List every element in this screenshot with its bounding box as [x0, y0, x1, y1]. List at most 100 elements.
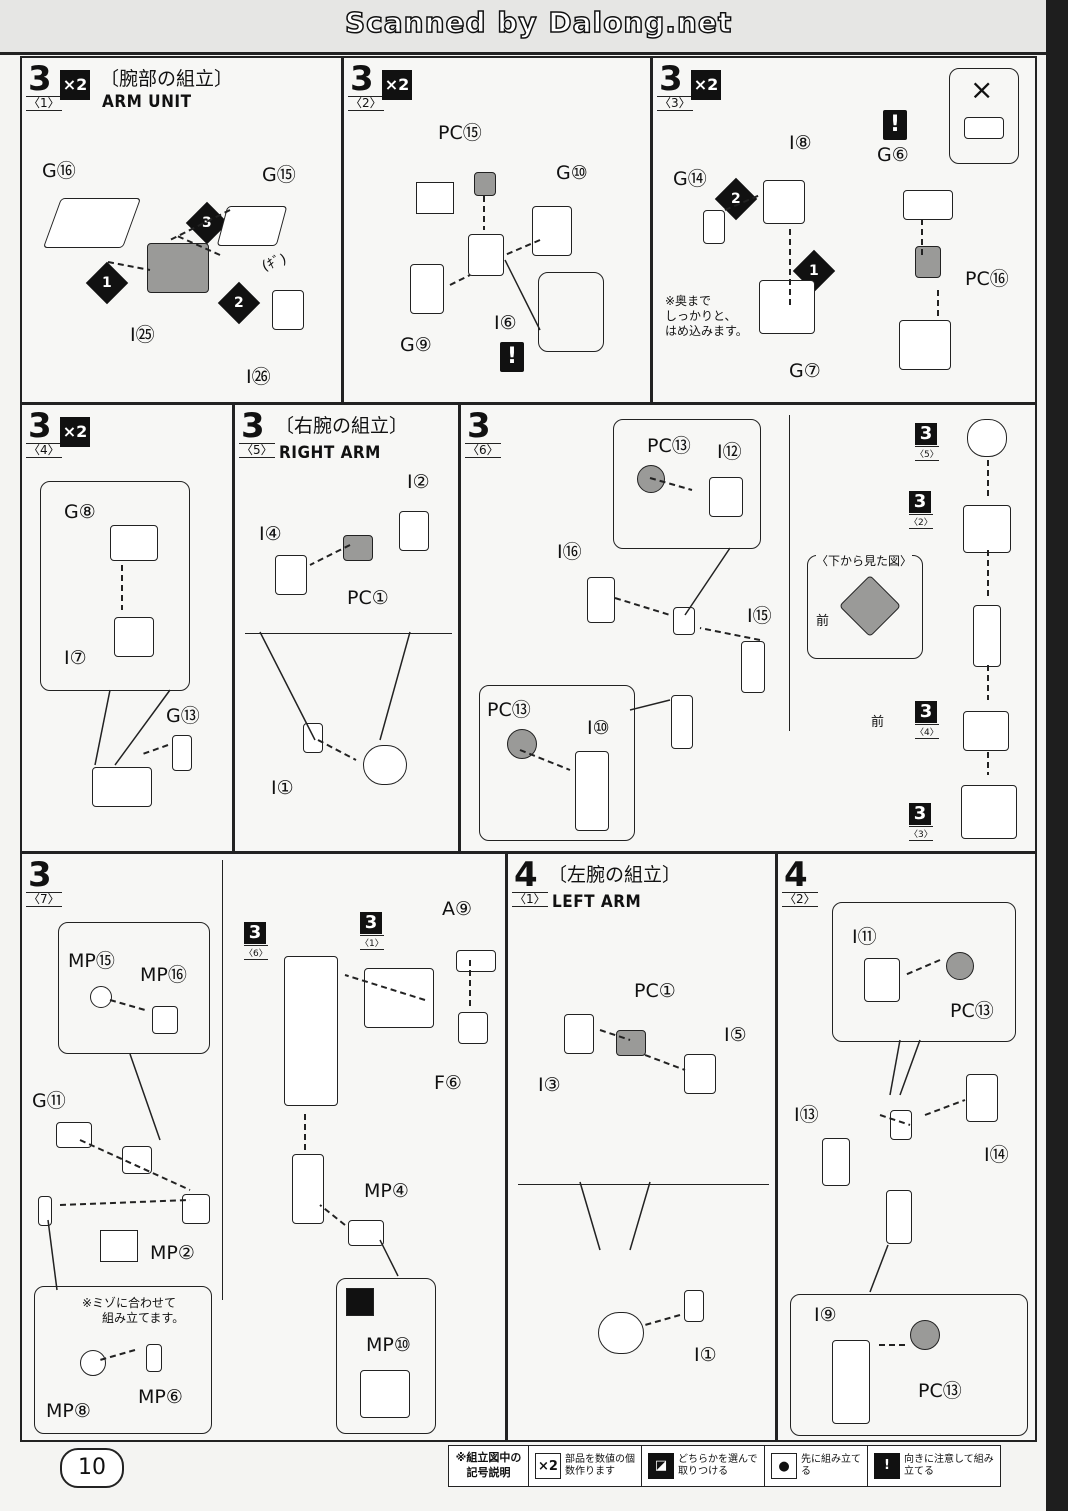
- part-label: Ⅰ⑮: [747, 605, 772, 627]
- step-sub: 〈5〉: [239, 443, 275, 458]
- part-label: Ⅰ②: [407, 471, 430, 493]
- part-shape: [903, 190, 953, 220]
- detail-bubble: [336, 1278, 436, 1434]
- part-label: G⑮: [262, 164, 296, 186]
- legend-item-choose: ◪ どちらかを選んで取りつける: [642, 1446, 765, 1486]
- part-label: PC⑬: [487, 699, 531, 721]
- part-label: Ⅰ㉕: [130, 324, 155, 346]
- title-jp: 〔右腕の組立〕: [275, 415, 409, 437]
- part-label: Ⅰ⑪: [852, 926, 877, 948]
- detail-bubble: [34, 1286, 212, 1434]
- part-shape: [673, 607, 695, 635]
- x2-icon: ×2: [535, 1453, 561, 1479]
- part-shape: [410, 264, 444, 314]
- view-label: 〈下から見た図〉: [816, 554, 913, 569]
- part-shape: [275, 555, 307, 595]
- wrong-way-bubble: ×: [949, 68, 1019, 164]
- part-shape: [360, 1370, 410, 1418]
- part-shape: [343, 535, 373, 561]
- detail-bubble: [790, 1294, 1028, 1436]
- symbol-legend: ※組立図中の記号説明 ×2 部品を数値の個数作ります ◪ どちらかを選んで取りつ…: [448, 1445, 1001, 1487]
- part-shape: [899, 320, 951, 370]
- part-label: MP⑮: [68, 950, 115, 972]
- part-label: Ⅰ⑥: [494, 312, 517, 334]
- panel-3-1: 3 〈1〉 ×2 〔腕部の組立〕 ARM UNIT G⑯ G⑮ Ⅰ㉕ Ⅰ㉖ (ｷ…: [20, 56, 343, 404]
- part-label: G⑩: [556, 162, 588, 184]
- part-shape: [532, 206, 572, 256]
- part-shape: [763, 180, 805, 224]
- part-shape: [182, 1194, 210, 1224]
- part-label: Ⅰ⑧: [789, 132, 812, 154]
- part-shape: [56, 1122, 92, 1148]
- detail-bubble: [479, 685, 635, 841]
- step-sub: 〈1〉: [26, 96, 62, 111]
- panel-3-5: 3 〈5〉 〔右腕の組立〕 RIGHT ARM Ⅰ② Ⅰ④ PC① Ⅰ①: [233, 403, 460, 853]
- title-en: RIGHT ARM: [279, 443, 381, 463]
- part-shape: [671, 695, 693, 749]
- part-shape: [741, 641, 765, 693]
- note: ※ミゾに合わせて 組み立てます。: [82, 1296, 185, 1325]
- caution-icon: !: [883, 110, 907, 140]
- part-shape: [114, 617, 154, 657]
- part-shape: [963, 505, 1011, 553]
- part-shape: [864, 958, 900, 1002]
- part-shape: [303, 723, 323, 753]
- front-label: 前: [816, 614, 830, 629]
- part-shape: [910, 1320, 940, 1350]
- part-label: Ⅰ㉖: [246, 366, 271, 388]
- panel-3-6: 3 〈6〉 PC⑬ Ⅰ⑫ Ⅰ⑯ Ⅰ⑮ PC⑬ Ⅰ⑩ 〈下から見た図〉 前 前 3…: [459, 403, 1037, 853]
- part-label: Ⅰ⑫: [717, 441, 742, 463]
- step-ref: 3〈2〉: [909, 491, 933, 529]
- part-shape: [468, 234, 504, 276]
- part-label: MP⑩: [366, 1334, 411, 1356]
- title-jp: 〔左腕の組立〕: [548, 864, 682, 886]
- part-shape: [272, 290, 304, 330]
- part-label: MP⑥: [138, 1386, 183, 1408]
- part-label: MP④: [364, 1180, 409, 1202]
- step-sub: 〈2〉: [348, 96, 384, 111]
- banner-text: Scanned by Dalong.net: [344, 5, 733, 40]
- part-shape: [709, 477, 743, 517]
- part-shape: [822, 1138, 850, 1186]
- part-shape: [284, 956, 338, 1106]
- detail-bubble: [832, 902, 1016, 1042]
- part-label: Ⅰ⑨: [814, 1304, 837, 1326]
- part-label: G⑨: [400, 334, 432, 356]
- part-label: Ⅰ⑯: [557, 541, 582, 563]
- step-ref: 3〈5〉: [915, 423, 939, 461]
- part-label: G⑦: [789, 360, 821, 382]
- part-label: PC⑬: [950, 1000, 994, 1022]
- part-shape: [587, 577, 615, 623]
- page-edge: [1046, 0, 1068, 1511]
- step-number: 3: [241, 406, 265, 446]
- part-shape: [172, 735, 192, 771]
- part-label: Ⅰ⑤: [724, 1024, 747, 1046]
- part-shape: [963, 711, 1009, 751]
- bottom-view-bubble: 〈下から見た図〉 前: [807, 554, 923, 659]
- part-shape: [348, 1220, 384, 1246]
- part-shape: [915, 246, 941, 278]
- part-shape: [964, 117, 1004, 139]
- divider: [789, 415, 790, 731]
- qty-badge: ×2: [60, 70, 90, 100]
- legend-text: 先に組み立てる: [801, 1454, 861, 1477]
- part-label: MP⑯: [140, 964, 187, 986]
- panel-3-7: 3 〈7〉 MP⑮ MP⑯ G⑪ MP② ※ミゾに合わせて 組み立てます。 MP…: [20, 852, 507, 1442]
- step-sub: 〈7〉: [26, 892, 62, 907]
- divider: [518, 1184, 769, 1185]
- part-shape: [458, 1012, 488, 1044]
- part-label: Ⅰ④: [259, 523, 282, 545]
- choose-one-icon: [346, 1288, 374, 1316]
- step-ref: 3〈3〉: [909, 803, 933, 841]
- step-number: 3: [28, 855, 52, 895]
- panel-4-1: 4 〈1〉 〔左腕の組立〕 LEFT ARM PC① Ⅰ⑤ Ⅰ③ Ⅰ①: [506, 852, 777, 1442]
- qty-badge: ×2: [691, 70, 721, 100]
- front-label: 前: [871, 715, 885, 730]
- panel-3-2: 3 〈2〉 ×2 PC⑮ G⑩ G⑨ Ⅰ⑥ !: [342, 56, 652, 404]
- part-label: F⑥: [434, 1072, 462, 1094]
- qty-badge: ×2: [60, 417, 90, 447]
- divider: [245, 633, 452, 634]
- part-label: Ⅰ⑭: [984, 1144, 1009, 1166]
- step-number: 3: [350, 59, 374, 99]
